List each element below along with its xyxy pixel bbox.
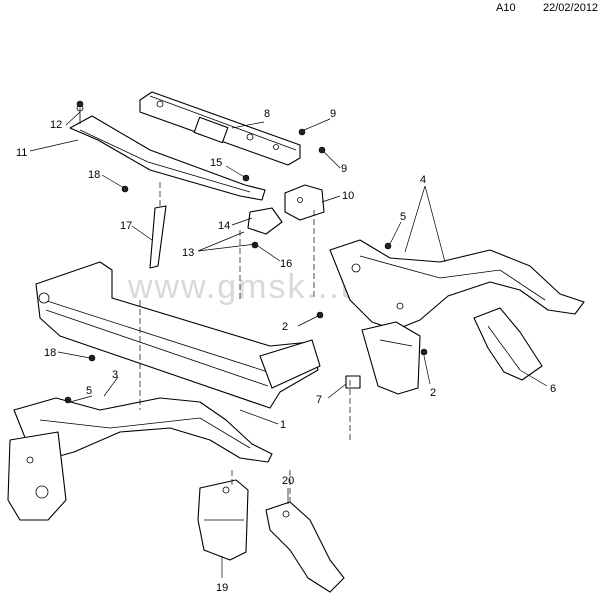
- diagram-code: A10: [496, 2, 516, 14]
- callout-5-right: 5: [400, 211, 406, 223]
- callout-15: 15: [210, 157, 222, 169]
- watermark: www.gmsk...u: [128, 268, 362, 306]
- bumper-beam[interactable]: [35, 261, 321, 409]
- leader-lines: [29, 111, 548, 578]
- callout-2-upper: 2: [282, 321, 288, 333]
- callout-20: 20: [282, 475, 294, 487]
- callout-6: 6: [550, 383, 556, 395]
- bracket-19[interactable]: [197, 479, 249, 561]
- callout-numbers: 1 2 2 3 4 5 5 6 7 8 9 9 10 11 12 13 14 1…: [16, 108, 556, 594]
- rod-17[interactable]: [149, 205, 167, 269]
- callout-3: 3: [112, 369, 118, 381]
- callout-12: 12: [50, 119, 62, 131]
- clip-7[interactable]: [345, 375, 361, 389]
- fasteners: [64, 100, 428, 404]
- frame-rail-right[interactable]: [329, 239, 585, 331]
- frame-rail-left[interactable]: [7, 397, 273, 521]
- callout-9-upper: 9: [330, 108, 336, 120]
- diagram-date: 22/02/2012: [543, 2, 599, 14]
- callout-18-lower: 18: [44, 347, 56, 359]
- bracket-20[interactable]: [265, 501, 345, 593]
- callout-9-lower: 9: [341, 163, 347, 175]
- callout-16: 16: [280, 258, 292, 270]
- callout-11: 11: [16, 147, 27, 159]
- callout-13: 13: [182, 247, 194, 259]
- callout-14: 14: [218, 220, 230, 232]
- bracket-10[interactable]: [284, 184, 325, 221]
- callout-4: 4: [420, 174, 426, 186]
- rail-lower-section[interactable]: [361, 321, 421, 395]
- callout-1: 1: [280, 419, 286, 431]
- upper-tie-bar[interactable]: [139, 91, 301, 166]
- callout-17: 17: [120, 220, 132, 232]
- bracket-14[interactable]: [247, 207, 283, 235]
- callout-2-lower: 2: [430, 387, 436, 399]
- callout-8: 8: [264, 108, 270, 120]
- callout-18-upper: 18: [88, 169, 100, 181]
- callout-10: 10: [342, 190, 354, 202]
- assembly-lines: [139, 180, 351, 502]
- callout-7: 7: [316, 394, 322, 406]
- callout-19: 19: [216, 582, 228, 594]
- callout-5-left: 5: [86, 385, 92, 397]
- rear-section-6[interactable]: [473, 307, 543, 381]
